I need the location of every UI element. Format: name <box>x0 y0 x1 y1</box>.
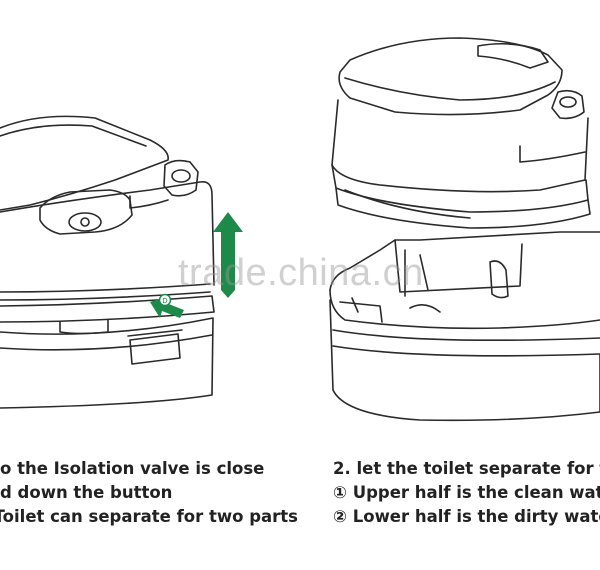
lower-half <box>329 231 600 422</box>
right-caption-line: ② Lower half is the dirty wate <box>333 507 600 526</box>
left-caption: o the Isolation valve is close d down th… <box>0 457 298 529</box>
watermark: trade.china.cn <box>178 252 424 294</box>
right-caption: 2. let the toilet separate for tw ① Uppe… <box>333 457 600 529</box>
upper-half <box>331 37 591 229</box>
right-caption-line: ① Upper half is the clean wat <box>333 483 600 502</box>
assembled-toilet <box>0 115 215 409</box>
left-caption-line: Toilet can separate for two parts <box>0 507 298 526</box>
left-caption-line: d down the button <box>0 483 173 502</box>
right-caption-line: 2. let the toilet separate for tw <box>333 459 600 478</box>
svg-text:D: D <box>162 297 167 305</box>
up-down-arrow <box>213 212 243 298</box>
left-caption-line: o the Isolation valve is close <box>0 459 265 478</box>
push-button-arrow: D <box>150 293 184 318</box>
